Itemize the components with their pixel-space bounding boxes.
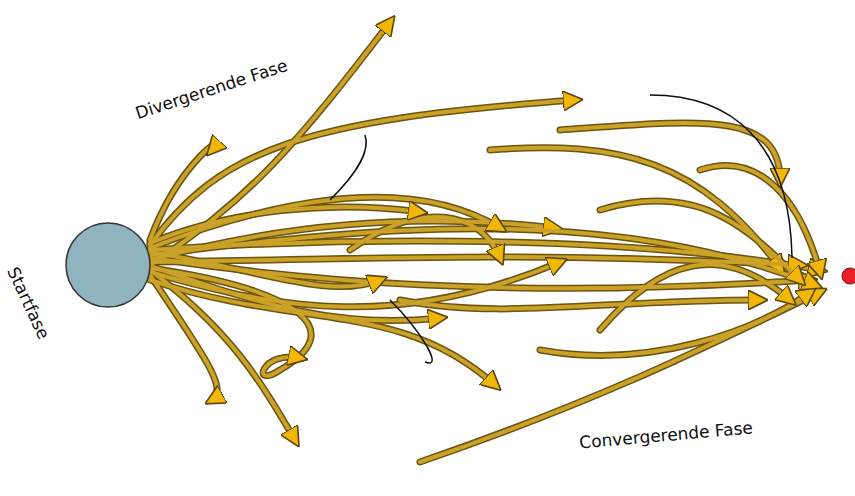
sketch-lines [330, 95, 792, 363]
arrow-outlines [150, 22, 820, 462]
goal-dot [842, 268, 855, 284]
phase-label: Convergerende Fase [574, 416, 757, 454]
flow-arrows [150, 22, 820, 462]
phase-label: Divergerende Fase [129, 53, 294, 125]
start-circle [66, 223, 150, 307]
phase-label: Startfase [1, 260, 57, 347]
